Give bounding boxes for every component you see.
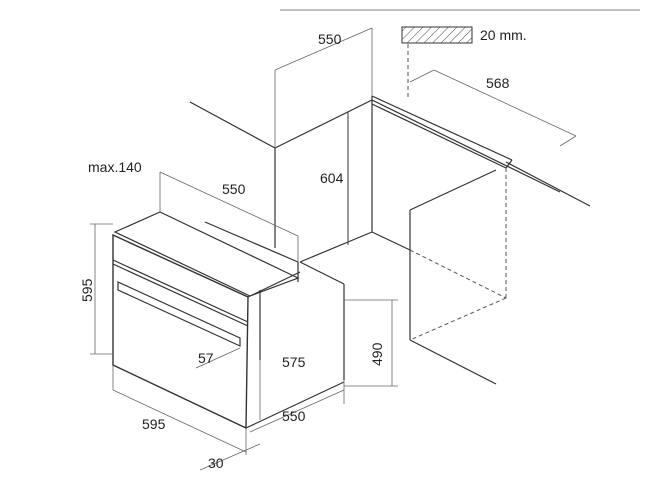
thickness-label: 20 mm. <box>480 27 527 43</box>
cabinet-niche <box>189 95 591 385</box>
cabinet-width-label: 568 <box>486 75 510 91</box>
oven-top-panel <box>113 211 300 297</box>
handle-drop-label: 57 <box>198 350 214 366</box>
body-depth-label: 550 <box>282 408 306 424</box>
max-protrusion-label: max.140 <box>88 159 142 175</box>
oven-door-handle <box>117 281 241 347</box>
body-height-label: 575 <box>282 354 306 370</box>
dimension-lines <box>90 27 577 471</box>
cabinet-height-label: 604 <box>320 170 344 186</box>
oven-height-label: 595 <box>79 278 95 302</box>
shelf-height-label: 490 <box>369 342 385 366</box>
oven-depth-label: 550 <box>222 181 246 197</box>
material-thickness-legend: 20 mm. <box>401 26 527 100</box>
hatch-swatch <box>401 26 473 44</box>
oven <box>112 211 345 430</box>
front-thickness-label: 30 <box>208 455 224 471</box>
cabinet-depth-label: 550 <box>318 31 342 47</box>
oven-width-label: 595 <box>142 416 166 432</box>
